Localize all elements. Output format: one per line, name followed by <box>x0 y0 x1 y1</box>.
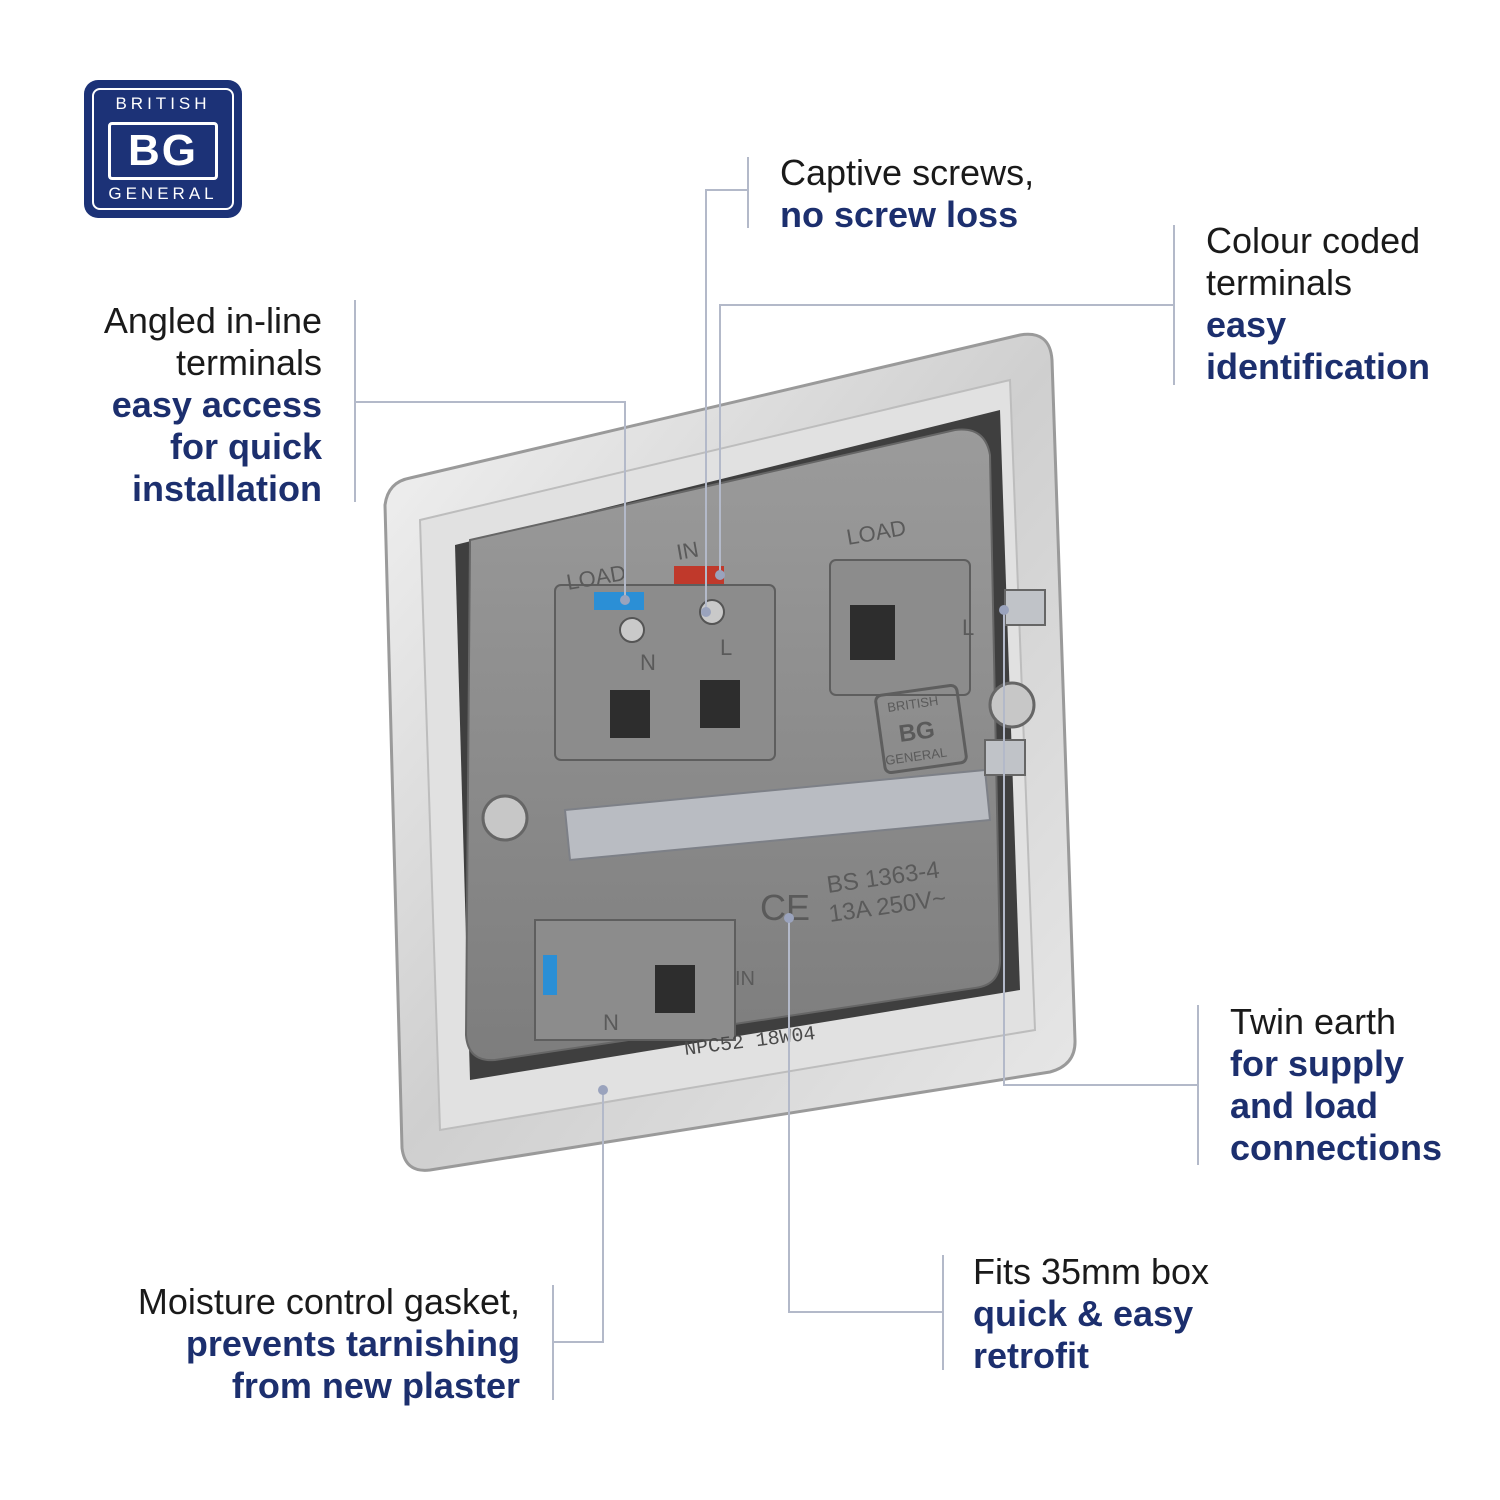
dot-twin <box>999 605 1009 615</box>
callout-fits-accent-1: quick & easy <box>973 1293 1194 1334</box>
cable-entry-l <box>700 680 740 728</box>
leader-dots <box>598 570 1009 1095</box>
leader-angled <box>355 401 626 600</box>
callout-captive-screws: Captive screws, no screw loss <box>780 152 1034 236</box>
label-l-right: L <box>962 615 974 640</box>
dot-fits <box>784 913 794 923</box>
label-n: N <box>640 650 656 675</box>
neutral-terminal-color <box>594 592 644 610</box>
brand-logo: BRITISH BG GENERAL <box>84 80 242 218</box>
dot-captive <box>701 607 711 617</box>
mounting-hole-left <box>481 794 529 842</box>
dot-colour <box>715 570 725 580</box>
callout-angled-terminals: Angled in-line terminals easy access for… <box>40 300 322 510</box>
callout-moisture-lead: Moisture control gasket, <box>137 1281 520 1322</box>
earth-bracket <box>563 768 992 862</box>
dot-moisture <box>598 1085 608 1095</box>
label-n-bottom: N <box>603 1010 619 1035</box>
callout-twin-earth: Twin earth for supply and load connectio… <box>1230 1001 1442 1169</box>
cable-entry-right <box>850 605 895 660</box>
logo-frame: BRITISH BG GENERAL <box>92 88 234 210</box>
callout-angled-lead-1: Angled in-line <box>103 300 322 341</box>
logo-bg-mark: BG <box>108 122 218 180</box>
terminal-block-right <box>829 559 971 696</box>
callout-twin-lead: Twin earth <box>1230 1001 1397 1042</box>
callout-colour-lead-1: Colour coded <box>1206 220 1421 261</box>
terminal-block-load <box>554 584 776 761</box>
live-terminal-color <box>674 566 724 584</box>
ce-mark: CE <box>760 887 810 928</box>
leader-twin <box>1003 610 1198 1086</box>
housing-badge-top: BRITISH <box>886 693 939 715</box>
logo-bottom-text: GENERAL <box>108 184 218 203</box>
callout-captive-accent: no screw loss <box>780 194 1019 235</box>
callout-fits-accent-2: retrofit <box>973 1335 1089 1376</box>
leader-captive <box>705 189 748 612</box>
label-l: L <box>720 635 732 660</box>
callout-twin-accent-1: for supply <box>1230 1043 1405 1084</box>
neutral-strip-bottom <box>543 955 557 995</box>
housing-badge <box>874 683 968 775</box>
callout-fits-box: Fits 35mm box quick & easy retrofit <box>973 1251 1209 1377</box>
callout-angled-accent-3: installation <box>131 468 322 509</box>
label-in-bottom: IN <box>735 968 755 990</box>
callout-fits-lead: Fits 35mm box <box>973 1251 1210 1292</box>
earth-terminal-top <box>1004 589 1046 626</box>
dot-angled <box>620 595 630 605</box>
leader-fits <box>788 918 943 1313</box>
label-in: IN <box>675 536 701 564</box>
terminal-block-bottom <box>534 919 736 1041</box>
callout-twin-accent-2: and load <box>1230 1085 1379 1126</box>
callout-angled-accent-1: easy access <box>111 384 322 425</box>
mounting-hole-right <box>988 681 1036 729</box>
cable-entry-n <box>610 690 650 738</box>
leader-moisture <box>553 1090 604 1343</box>
logo-top-text: BRITISH <box>115 94 211 113</box>
callout-angled-lead-2: terminals <box>175 342 322 383</box>
cable-entry-bottom <box>655 965 695 1013</box>
callout-colour-lead-2: terminals <box>1206 262 1353 303</box>
callout-colour-accent-1: easy <box>1206 304 1287 345</box>
callout-moisture-accent-1: prevents tarnishing <box>185 1323 520 1364</box>
callout-twin-accent-3: connections <box>1230 1127 1443 1168</box>
leader-colour <box>719 304 1174 575</box>
leader-lines <box>354 157 1199 1400</box>
callout-moisture-accent-2: from new plaster <box>231 1365 520 1406</box>
housing-badge-mid: BG <box>897 716 936 748</box>
callout-moisture-gasket: Moisture control gasket, prevents tarnis… <box>60 1281 520 1407</box>
callout-colour-coded: Colour coded terminals easy identificati… <box>1206 220 1430 388</box>
callout-colour-accent-2: identification <box>1206 346 1430 387</box>
callout-angled-accent-2: for quick <box>169 426 322 467</box>
terminal-screw-n <box>619 617 645 643</box>
callout-captive-lead: Captive screws, <box>780 152 1035 193</box>
